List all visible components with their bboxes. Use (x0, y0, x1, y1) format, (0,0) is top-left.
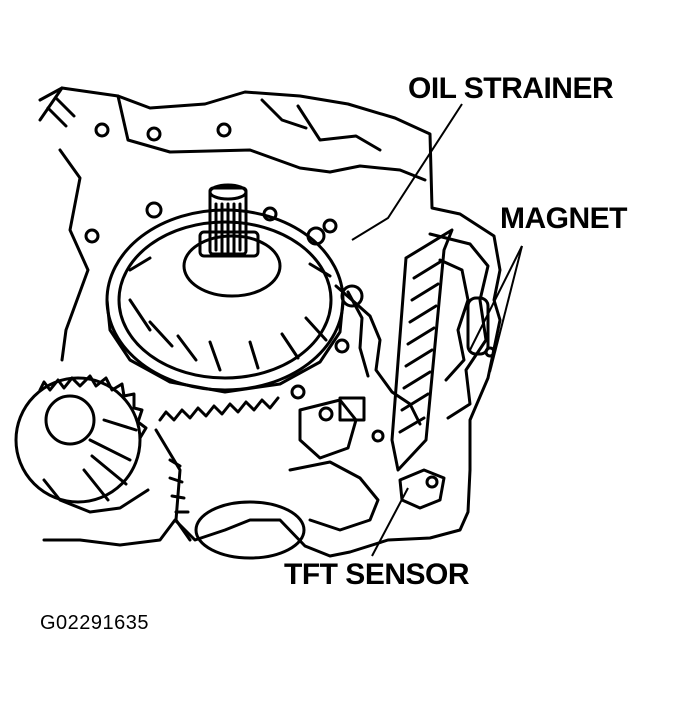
small-bolt (334, 338, 350, 354)
case-outline (38, 86, 502, 558)
magnet-block (466, 296, 490, 356)
leader-magnet-1 (469, 245, 523, 351)
ring-gear-body (154, 428, 192, 542)
connector-bolt (306, 226, 326, 246)
oil-strainer-label: OIL STRAINER (408, 72, 614, 105)
sensor-bolt (425, 475, 439, 489)
sensor-body (288, 460, 380, 532)
small-bolt (290, 384, 306, 400)
lower-gear-teeth (168, 458, 190, 514)
lower-pulley (194, 500, 306, 560)
small-bolt (318, 406, 334, 422)
drum-flute (304, 316, 328, 342)
figure-id: G02291635 (40, 612, 150, 634)
tft-sensor-label: TFT SENSOR (284, 558, 470, 591)
left-gear-hub (44, 394, 96, 446)
case-rib (328, 164, 427, 182)
shaft-collar (198, 230, 260, 258)
magnet-label: MAGNET (500, 202, 628, 235)
case-bolt (216, 122, 232, 138)
drum-flute (176, 334, 198, 362)
left-gear (14, 376, 142, 504)
case-bolt (322, 218, 338, 234)
leader-tft-sensor (371, 487, 409, 557)
case-bolt (94, 122, 110, 138)
case-rib (260, 98, 308, 130)
case-rib (46, 106, 68, 128)
magnet-bolt (484, 346, 496, 358)
drum-flute (148, 320, 174, 348)
case-rib (58, 148, 90, 362)
valve-body (428, 232, 490, 420)
case-rib (116, 94, 332, 174)
leader-oil-strainer (351, 103, 463, 241)
drum-flute (128, 256, 152, 272)
shaft-spline (214, 202, 242, 254)
small-bolt (371, 429, 385, 443)
case-rib (38, 86, 64, 122)
oil-strainer-grid (398, 260, 442, 434)
case-rib (54, 96, 76, 118)
drum-flute (308, 262, 332, 278)
valve-body-inner (438, 258, 470, 382)
left-gear-teeth (38, 374, 148, 440)
case-bolt (145, 201, 163, 219)
case-bolt (84, 228, 100, 244)
drum-flute (280, 332, 300, 360)
left-gear-lower (42, 478, 150, 514)
drum-flute (128, 298, 152, 332)
left-gear-lines (82, 418, 138, 502)
drum-flute (208, 340, 222, 372)
input-shaft (208, 186, 248, 256)
clutch-drum-hub (182, 234, 282, 298)
solenoid (338, 396, 366, 422)
ring-gear-teeth (158, 396, 280, 422)
clutch-drum-rim (117, 220, 333, 380)
oil-strainer (390, 228, 454, 472)
connector-bolt (340, 284, 364, 308)
case-rib (296, 104, 382, 152)
clutch-drum-side (105, 298, 345, 394)
input-shaft-tip (208, 183, 248, 201)
drum-flute (248, 340, 260, 370)
case-bolt (146, 126, 162, 142)
leader-magnet-2 (489, 245, 523, 373)
